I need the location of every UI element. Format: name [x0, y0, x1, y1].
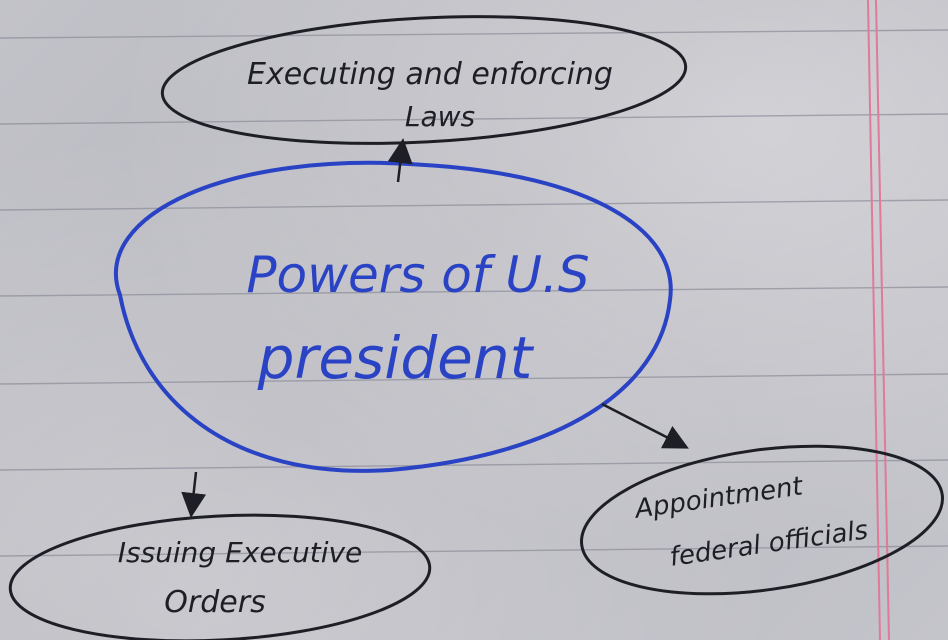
node-ellipse — [160, 15, 688, 145]
connectors — [181, 138, 689, 518]
node-ellipse — [580, 444, 944, 596]
node-label-line1: Issuing Executive — [118, 536, 363, 569]
node-appointment: Appointment federal officials — [580, 444, 944, 596]
arrow-to-appointment — [601, 402, 689, 449]
node-label-line1: Appointment — [631, 471, 805, 525]
node-central-topic: Powers of U.S president — [113, 160, 673, 473]
node-label-line1: Executing and enforcing — [247, 57, 613, 92]
margin-lines — [867, 0, 890, 640]
central-label-line2: president — [257, 324, 535, 392]
node-label-line2: Laws — [405, 100, 475, 133]
node-label-line2: federal officials — [668, 515, 870, 573]
node-label-line2: Orders — [164, 585, 265, 620]
central-ellipse — [113, 160, 673, 473]
node-executing-laws: Executing and enforcing Laws — [160, 15, 688, 145]
arrow-to-executive-orders — [181, 471, 207, 518]
node-executive-orders: Issuing Executive Orders — [8, 513, 432, 640]
arrow-to-executing-laws — [387, 138, 413, 183]
central-label-line1: Powers of U.S — [246, 246, 589, 304]
